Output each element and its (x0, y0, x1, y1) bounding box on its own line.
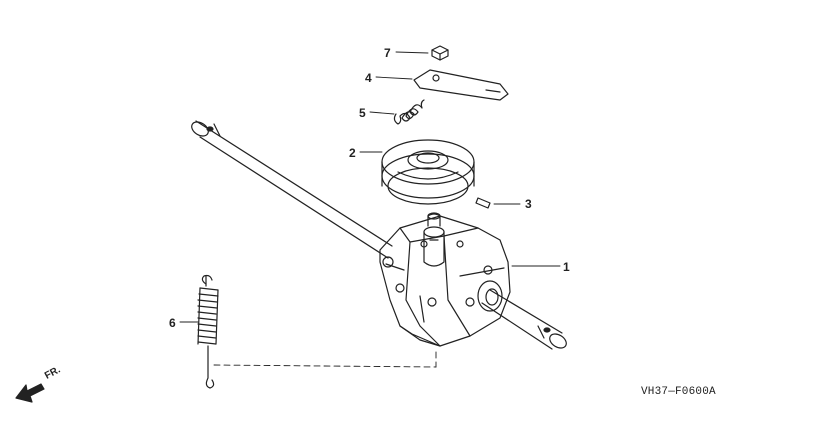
callout-1: 1 (563, 260, 570, 274)
front-arrow-icon (15, 383, 45, 403)
axle-shaft-left (191, 120, 393, 259)
callout-5: 5 (359, 106, 366, 120)
install-guide-lines (213, 351, 437, 368)
pin (475, 197, 491, 209)
extension-spring (197, 274, 219, 389)
callout-2: 2 (349, 146, 356, 160)
bracket (413, 69, 509, 101)
transmission-case (379, 212, 511, 347)
pulley (381, 139, 475, 205)
leader-lines (179, 51, 561, 323)
callout-3: 3 (525, 197, 532, 211)
figure-code: VH37—F0600A (641, 386, 716, 398)
callout-7: 7 (384, 46, 391, 60)
callout-6: 6 (169, 316, 176, 330)
callout-4: 4 (365, 71, 372, 85)
nut (431, 45, 449, 61)
small-spring (393, 99, 425, 125)
